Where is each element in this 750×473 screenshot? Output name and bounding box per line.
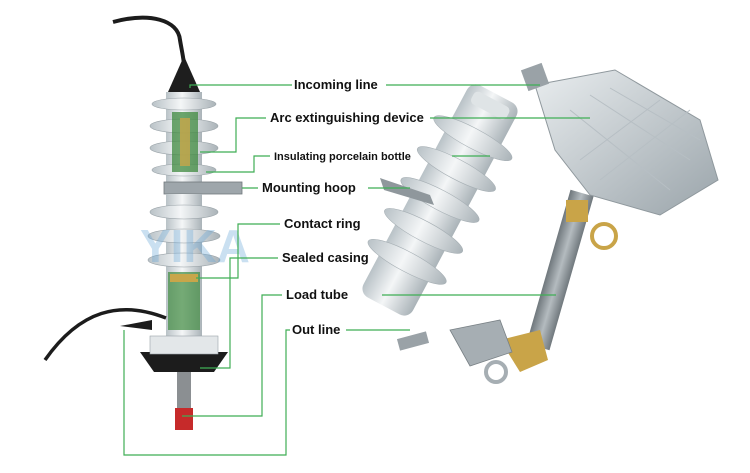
base-cone [140,352,228,372]
top-cone [168,56,200,92]
incoming-cable [113,18,184,66]
label-insulating-porcelain-bottle: Insulating porcelain bottle [272,149,413,165]
arc-device-core [180,118,190,166]
threaded-stud [177,372,191,410]
label-incoming-line: Incoming line [292,77,380,93]
arc-chute-housing [535,70,718,215]
brass-fitting [566,200,588,222]
lower-pull-ring [486,362,506,382]
pull-ring [592,224,616,248]
lower-contact [450,320,512,366]
shed [152,98,216,110]
base-collar [150,336,218,354]
shed [150,205,218,219]
label-sealed-casing: Sealed casing [280,250,371,266]
label-load-tube: Load tube [284,287,350,303]
label-contact-ring: Contact ring [282,216,363,232]
contact-ring-part [170,274,198,282]
out-terminal [397,331,429,350]
label-arc-extinguishing-device: Arc extinguishing device [268,110,426,126]
stud-cap [175,408,193,430]
out-cable-lead [120,320,152,330]
label-mounting-hoop: Mounting hoop [260,180,358,196]
watermark: YIKA [140,220,250,272]
mounting-hoop-part [164,182,242,194]
label-out-line: Out line [290,322,342,338]
